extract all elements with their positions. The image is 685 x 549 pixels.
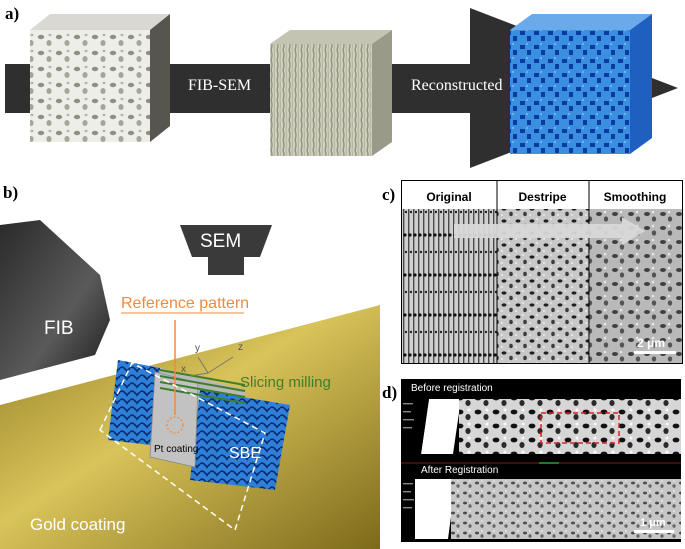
- panel-b-figure: [0, 205, 380, 549]
- panel-b-label: b): [3, 183, 19, 202]
- panel-c-image: [401, 180, 683, 364]
- reference-pattern-label: Reference pattern: [121, 295, 250, 312]
- panel-a-figure: [5, 8, 678, 168]
- step-fib-sem-label: FIB-SEM: [188, 77, 252, 94]
- panel-d-image: [401, 379, 681, 542]
- axis-x-label: x: [181, 364, 186, 375]
- processing-arrow: [454, 217, 645, 245]
- sbe-label: SBE: [229, 445, 262, 462]
- after-registration-label: After Registration: [421, 465, 499, 476]
- panel-d-label: d): [382, 383, 398, 402]
- header-original: Original: [426, 190, 472, 204]
- header-smoothing: Smoothing: [603, 190, 667, 204]
- slicing-milling-label: Slicing milling: [240, 374, 331, 391]
- before-registration-label: Before registration: [411, 383, 493, 394]
- gold-coating-label: Gold coating: [30, 515, 126, 534]
- micrograph-strip: [402, 181, 682, 363]
- axis-y-label: y: [195, 343, 200, 354]
- registration-images: [401, 399, 681, 539]
- fib-label: FIB: [44, 318, 74, 339]
- panel-a-label: a): [5, 4, 20, 23]
- header-destripe: Destripe: [518, 190, 567, 204]
- step-reconstructed-label: Reconstructed: [411, 77, 503, 94]
- panel-c-label: c): [382, 185, 396, 204]
- sem-label: SEM: [200, 231, 242, 252]
- scale-bar-c-label: 2 μm: [637, 336, 666, 350]
- scale-bar-d-label: 1 μm: [640, 517, 666, 529]
- pt-coating-label: Pt coating: [154, 444, 199, 455]
- axis-z-label: z: [238, 342, 243, 353]
